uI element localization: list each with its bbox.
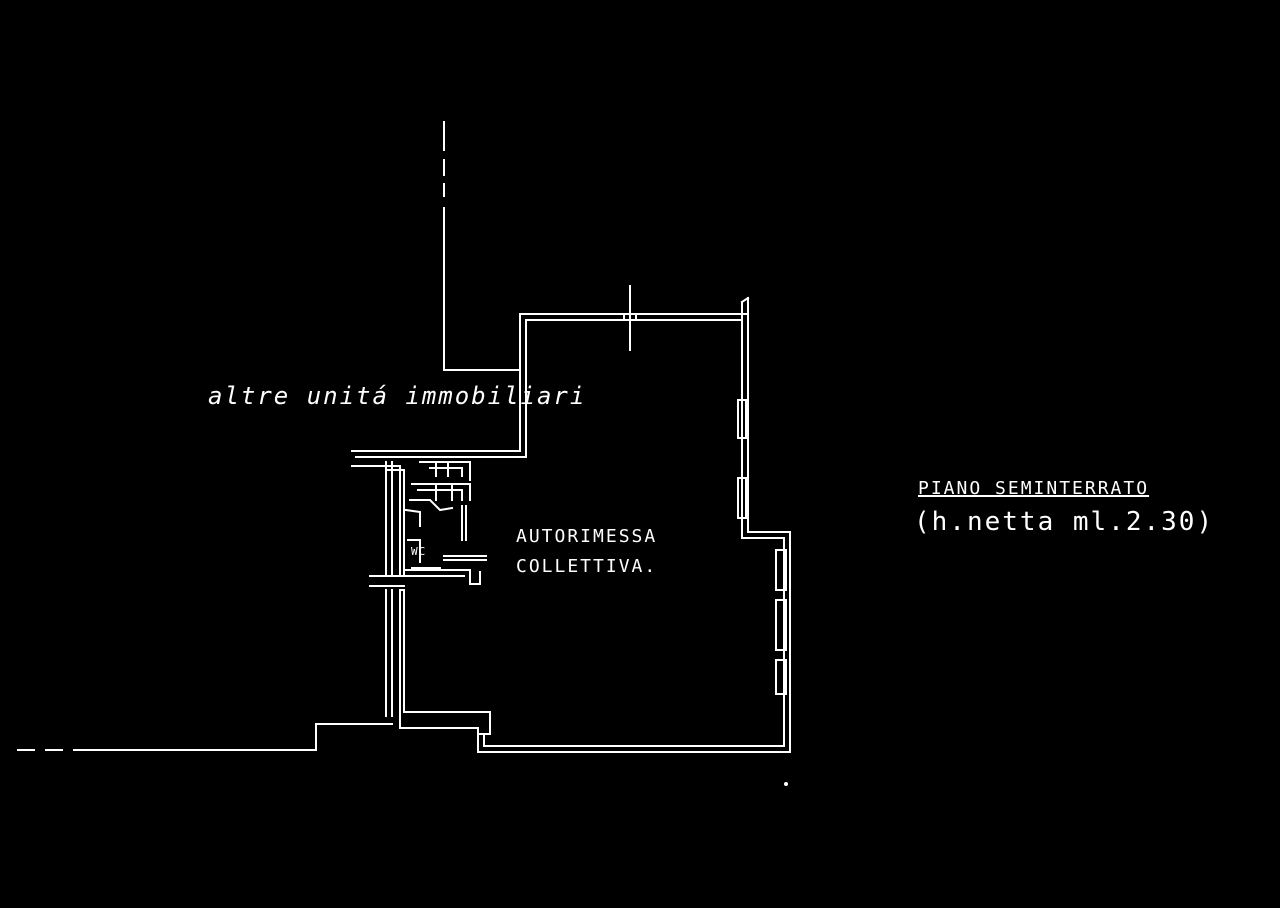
entry-walls (369, 461, 405, 717)
level-title: PIANO SEMINTERRATO (918, 478, 1150, 499)
wc-label: WC (411, 545, 427, 558)
other-units-label: altre unitá immobiliari (208, 382, 587, 410)
garage-label-line2: COLLETTIVA. (516, 556, 658, 577)
garage-outer-wall (351, 296, 791, 753)
property-boundary-vertical (443, 121, 521, 371)
top-opening-mark (623, 285, 637, 351)
garage-label-line1: AUTORIMESSA (516, 526, 658, 547)
right-wall-windows (737, 399, 787, 695)
property-boundary-horizontal (17, 723, 393, 751)
service-room (403, 461, 487, 585)
stray-mark (784, 782, 788, 786)
net-height-label: (h.netta ml.2.30) (914, 507, 1215, 537)
garage-label: AUTORIMESSA COLLETTIVA. (516, 522, 657, 582)
